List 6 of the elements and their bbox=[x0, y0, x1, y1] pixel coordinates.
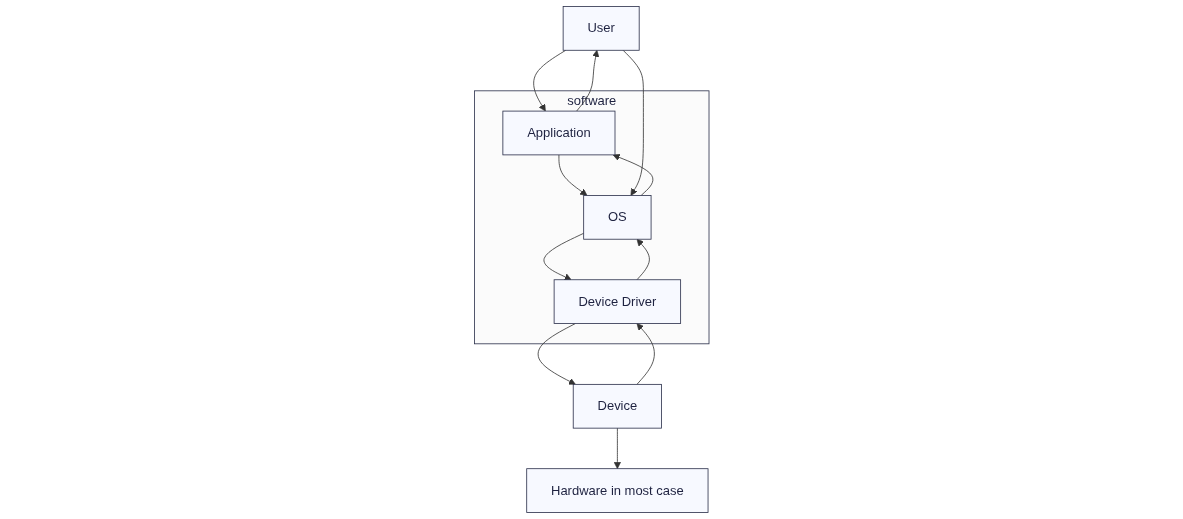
node-box: OS bbox=[583, 195, 652, 240]
node-box: User bbox=[562, 6, 640, 51]
node-box: Device bbox=[572, 383, 662, 429]
node-box: Hardware in most case bbox=[526, 468, 709, 513]
node-box: Device Driver bbox=[553, 279, 681, 324]
node-box: Application bbox=[502, 110, 616, 156]
